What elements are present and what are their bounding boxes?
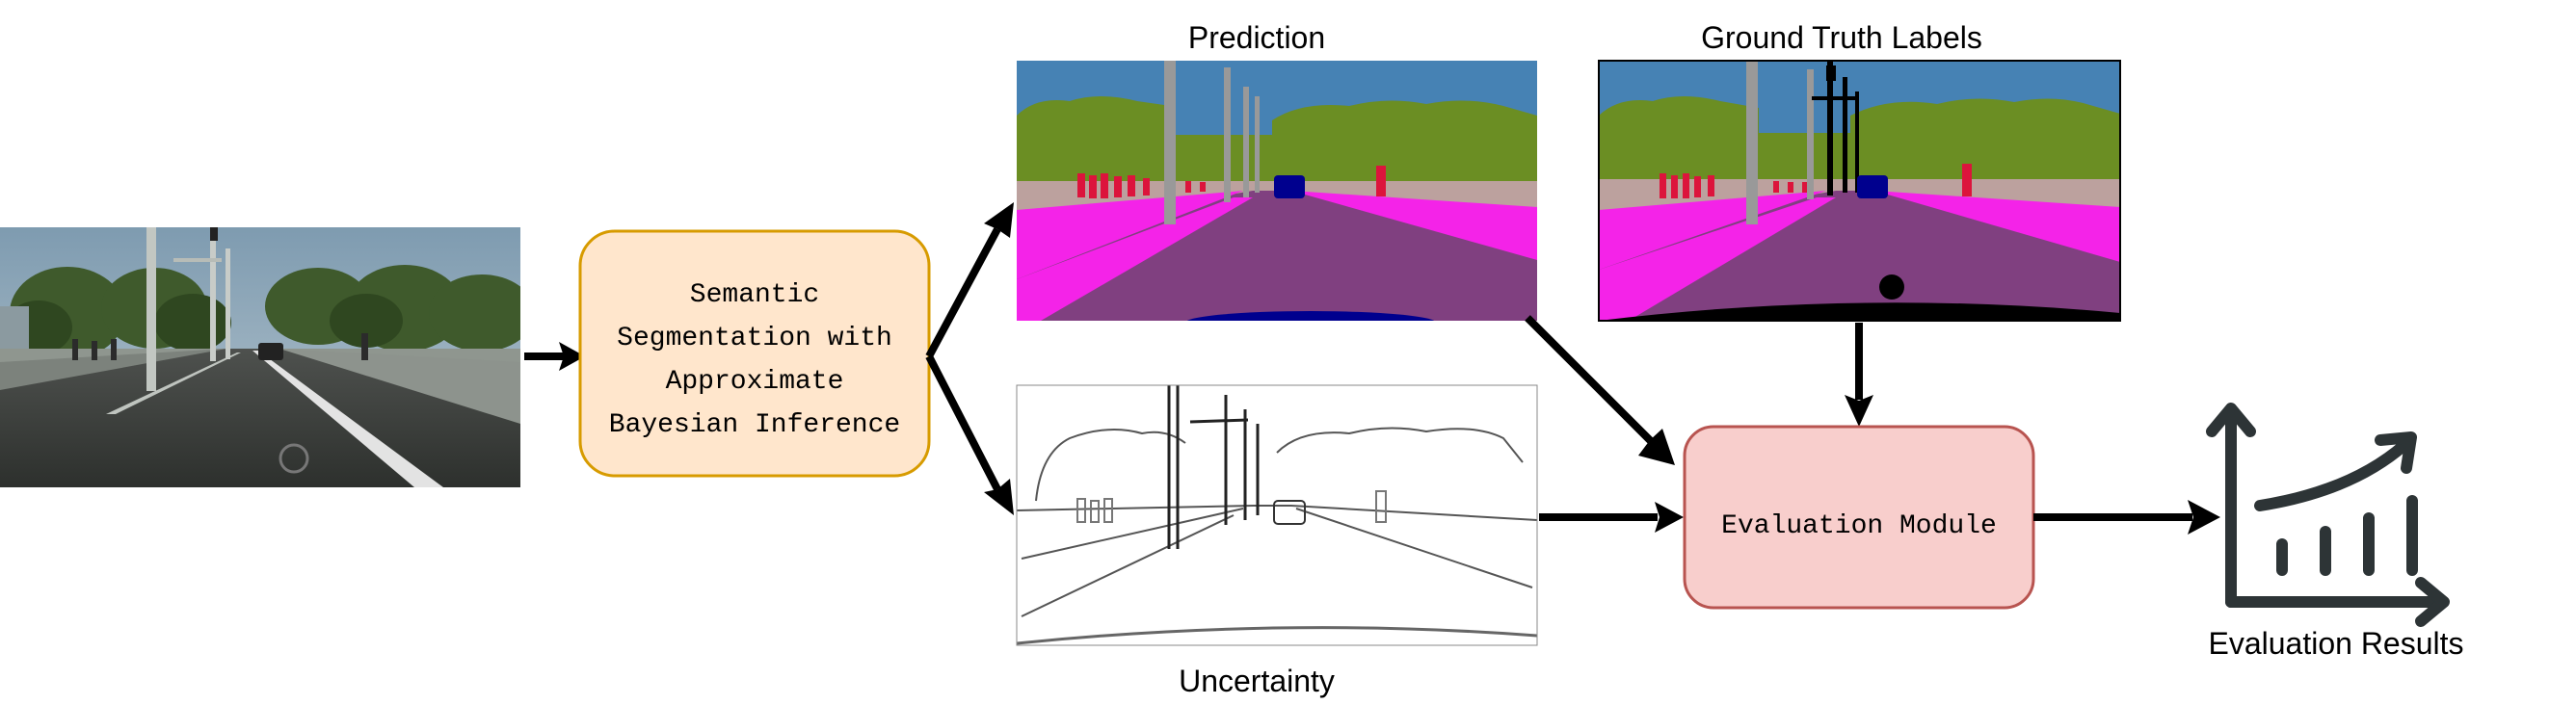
ground-truth-image [1599,61,2120,321]
uncertainty-label: Uncertainty [1179,664,1335,698]
input-street-image [0,227,520,487]
process-box-line-4: Bayesian Inference [609,410,900,440]
process-output-arrows [925,202,1014,515]
evaluation-results-label: Evaluation Results [2208,626,2463,661]
chart-growth-icon [2206,403,2450,627]
ground-truth-label: Ground Truth Labels [1701,20,1982,55]
prediction-label: Prediction [1188,20,1325,55]
prediction-image [1017,61,1537,321]
evaluation-input-arrows [1525,315,1873,533]
process-box-line-2: Segmentation with [617,324,892,353]
process-box-line-1: Semantic [690,280,819,310]
process-box-line-3: Approximate [666,367,844,397]
semantic-segmentation-box: Semantic Segmentation with Approximate B… [578,229,931,478]
evaluation-module-label: Evaluation Module [1721,511,1997,541]
uncertainty-image [1017,385,1537,645]
evaluation-module-box: Evaluation Module [1683,425,2035,610]
